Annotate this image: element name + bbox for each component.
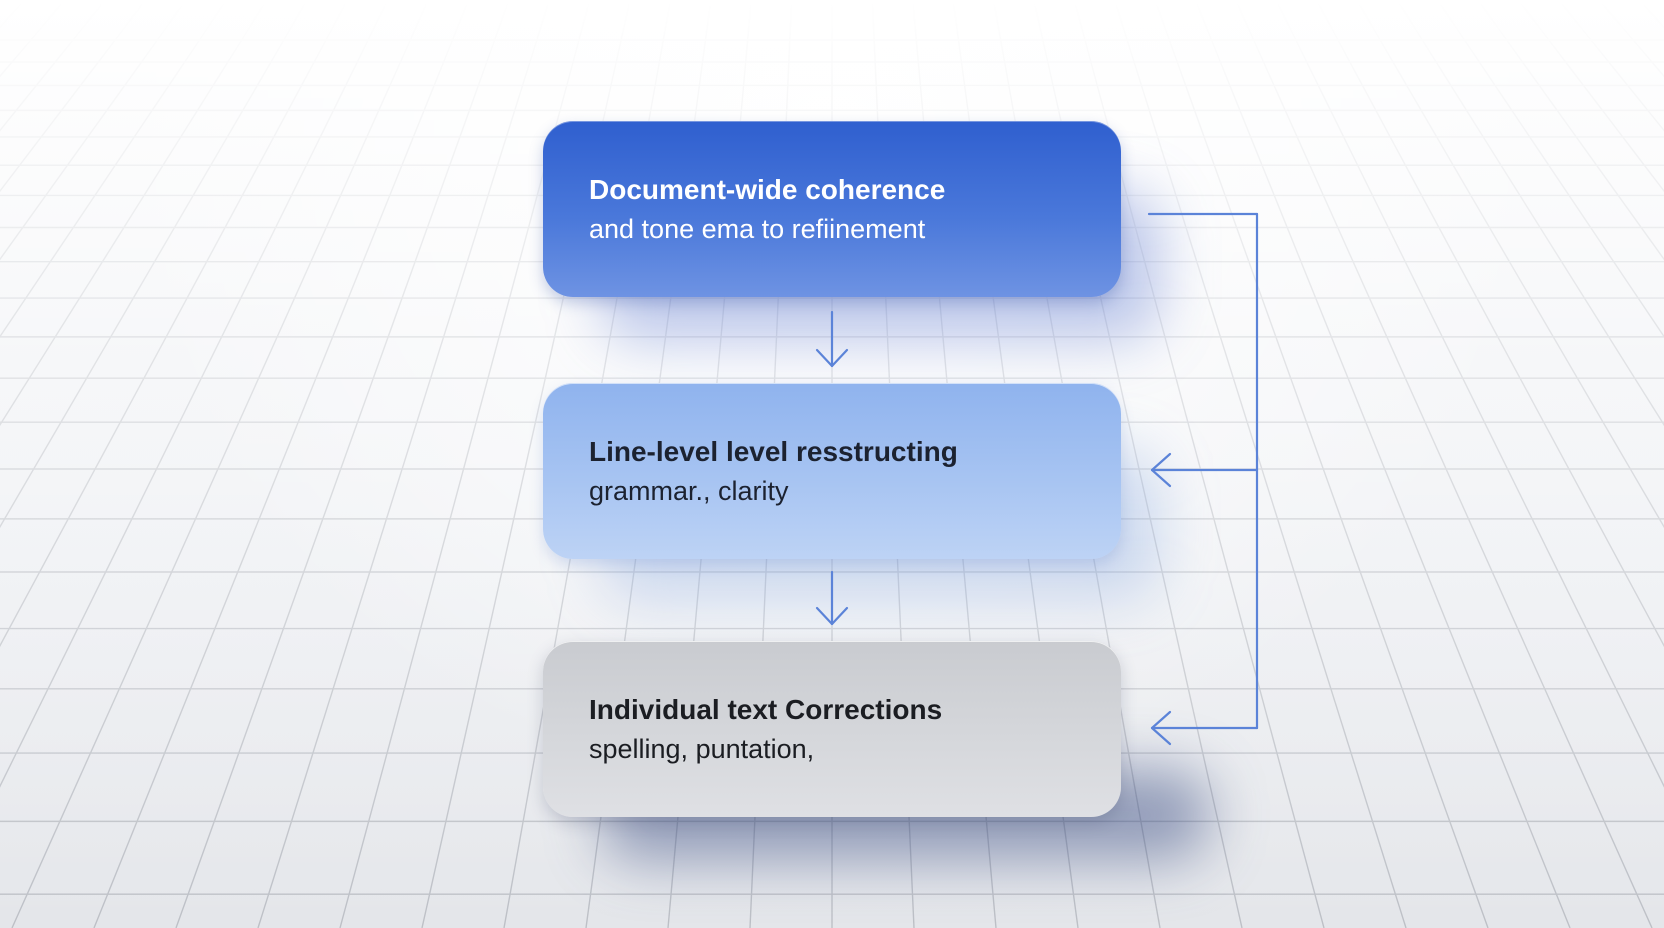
level-title: Individual text Corrections (589, 694, 943, 725)
level-subtitle: spelling, puntation, (589, 734, 815, 764)
level-title: Document-wide coherence (589, 174, 946, 205)
level-box-line: Line-level level resstructing grammar., … (543, 383, 1121, 559)
level-title: Line-level level resstructing (589, 436, 958, 467)
level-box-document: Document-wide coherence and tone ema to … (543, 121, 1121, 297)
level-subtitle: grammar., clarity (589, 476, 789, 506)
level-box-text: Individual text Corrections spelling, pu… (543, 641, 1121, 817)
level-subtitle: and tone ema to refiinement (589, 214, 926, 244)
